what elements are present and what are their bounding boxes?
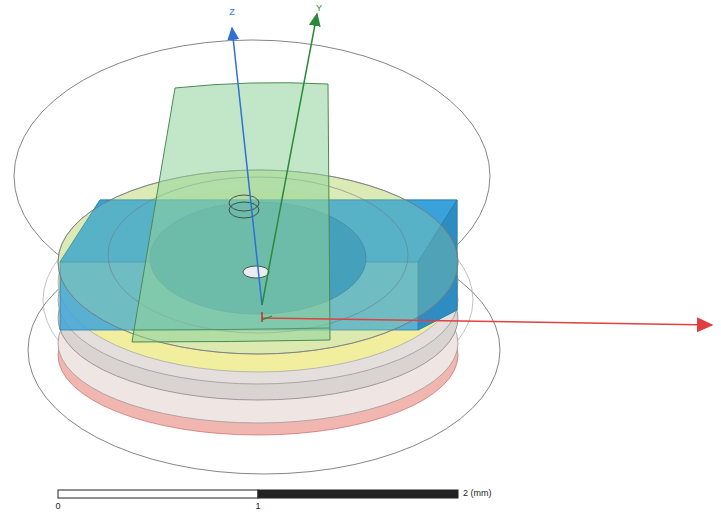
axis-label: Y <box>316 4 322 13</box>
scale-tick-label: 0 <box>55 502 60 511</box>
scale-tick-label: 1 <box>255 502 260 511</box>
scale-unit-label: 2 (mm) <box>463 489 492 498</box>
axis-label: Z <box>229 8 235 17</box>
